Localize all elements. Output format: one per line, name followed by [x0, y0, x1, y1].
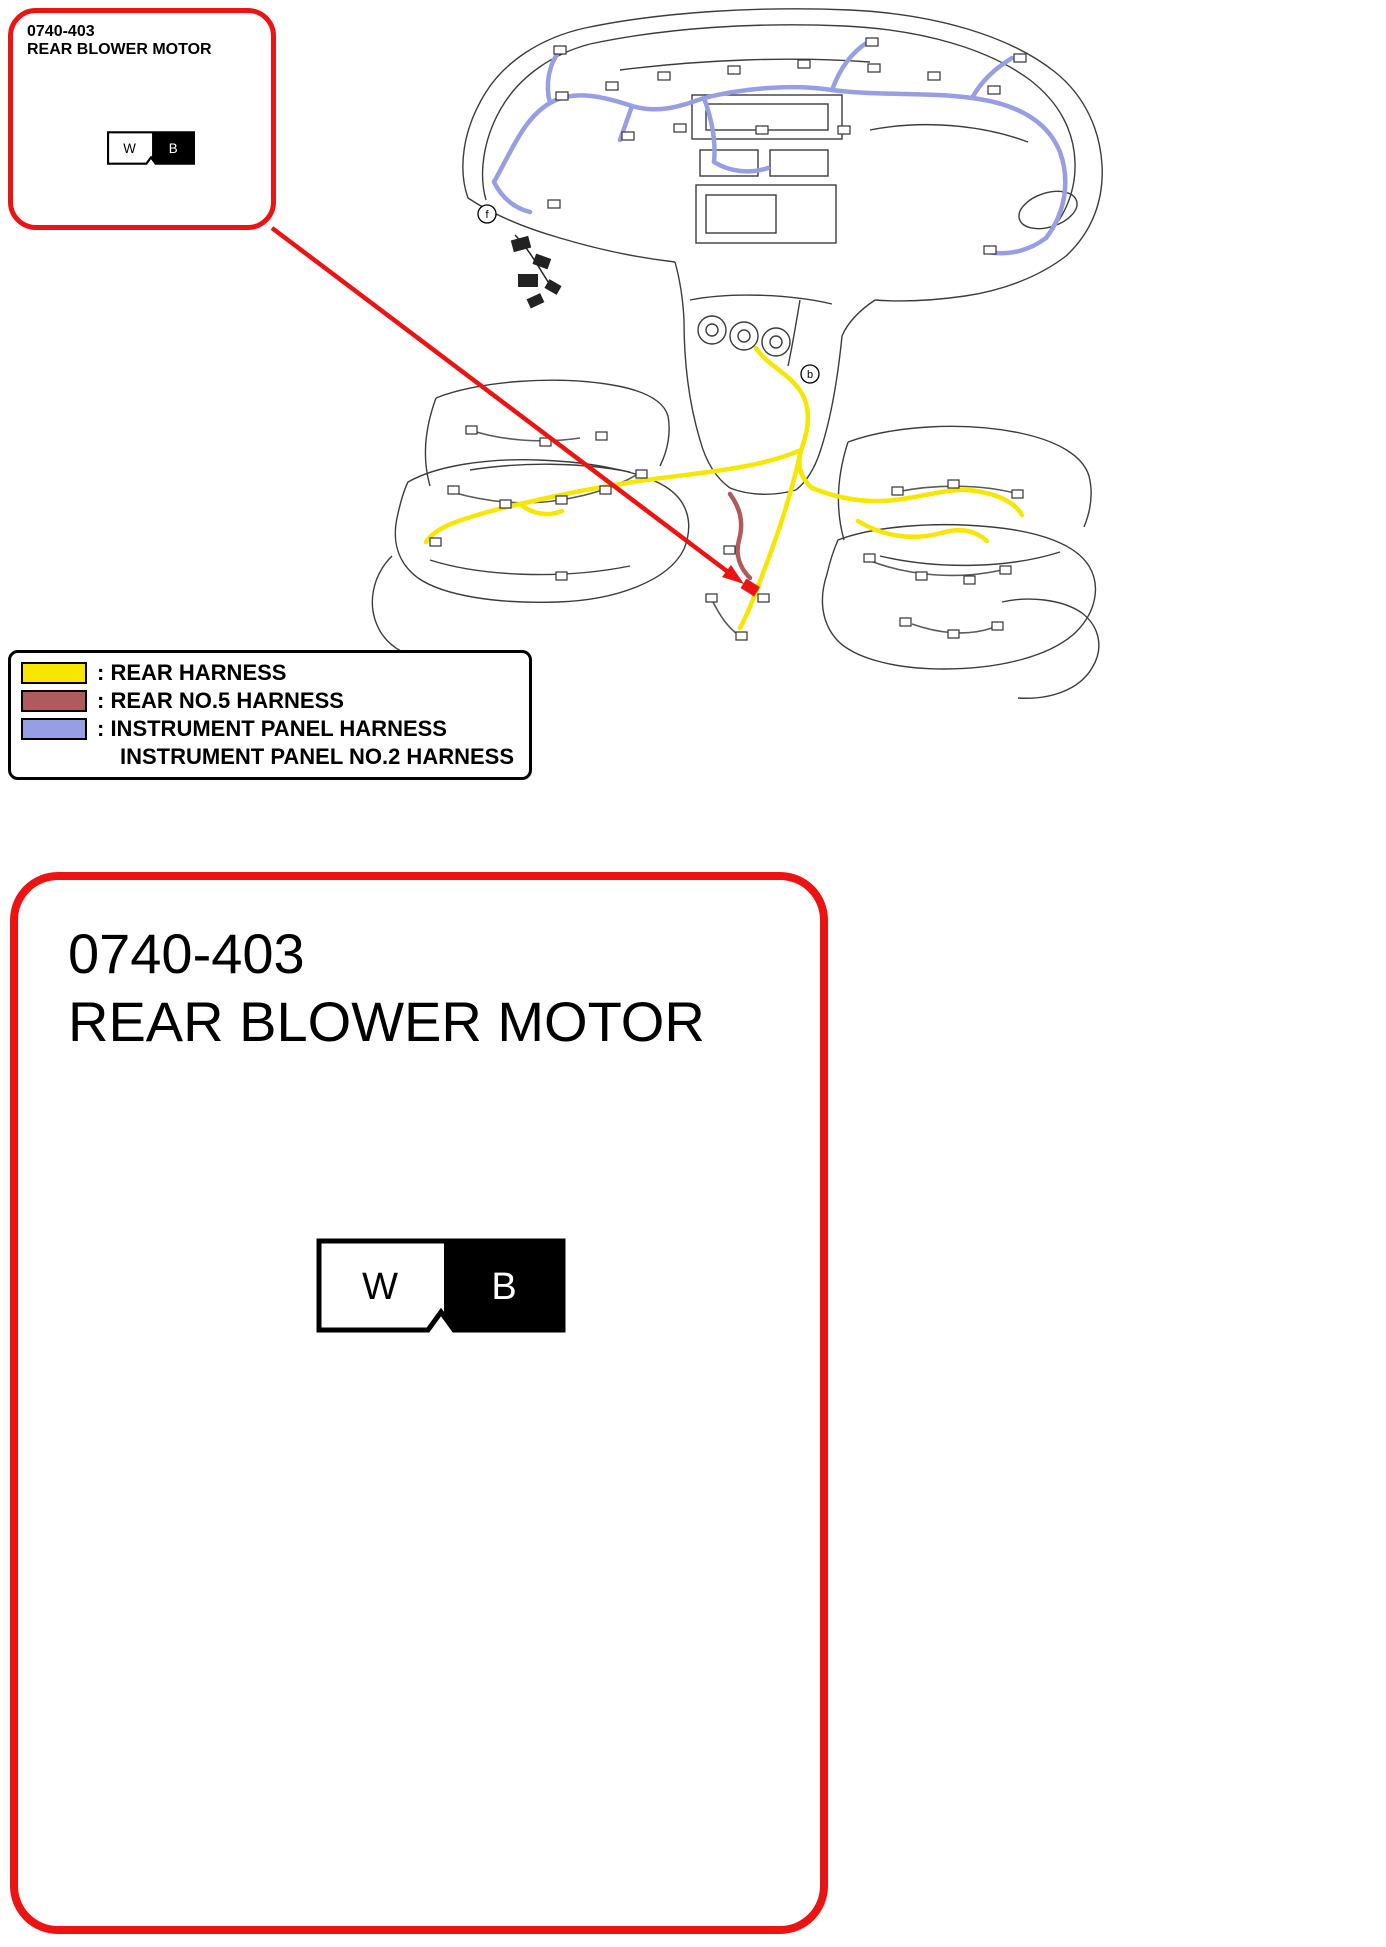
- detail-code: 0740-403: [68, 922, 305, 985]
- callout-title: REAR BLOWER MOTOR: [27, 41, 212, 59]
- legend-item: INSTRUMENT PANEL NO.2 HARNESS: [21, 743, 519, 771]
- target-connector: [740, 578, 760, 597]
- instrument-panel-harness-swatch: [21, 718, 87, 740]
- rear-harness: [423, 345, 1025, 631]
- page-title: REAR BLOWER MOTOR: [68, 990, 705, 1054]
- rear-no5-harness-swatch: [21, 690, 87, 712]
- callout-leader: [270, 226, 760, 597]
- vehicle-harness-diagram: f b: [270, 8, 1103, 699]
- marker-letter-f: f: [485, 209, 489, 221]
- circled-markers: f b: [477, 204, 820, 384]
- legend-label: : REAR NO.5 HARNESS: [97, 688, 344, 713]
- wire-connectors: [429, 37, 1027, 641]
- rear-no5-harness: [727, 491, 753, 581]
- marker-letter-b: b: [807, 369, 813, 381]
- column-connector-cluster: [510, 234, 562, 309]
- detail-box: 0740-403 REAR BLOWER MOTOR W B: [10, 872, 828, 1934]
- legend-item: : INSTRUMENT PANEL HARNESS: [21, 715, 519, 743]
- callout-box: 0740-403 REAR BLOWER MOTOR W B: [8, 8, 276, 230]
- connector-diagram: W B: [316, 1238, 566, 1333]
- connector-cavity-b: B: [169, 141, 178, 156]
- legend-item: : REAR HARNESS: [21, 659, 519, 687]
- left-seat-outline: [371, 379, 690, 663]
- connector-cavity-b: B: [491, 1266, 516, 1308]
- connector-icon: W B: [107, 131, 195, 165]
- harness-legend: : REAR HARNESS : REAR NO.5 HARNESS : INS…: [8, 650, 532, 780]
- connector-cavity-w: W: [362, 1266, 398, 1308]
- connector-cavity-w: W: [123, 141, 136, 156]
- legend-label: : INSTRUMENT PANEL HARNESS: [97, 716, 447, 741]
- rear-harness-swatch: [21, 662, 87, 684]
- right-seat-outline: [821, 425, 1100, 699]
- callout-code: 0740-403: [27, 23, 95, 40]
- leader-line: [270, 226, 738, 580]
- instrument-panel-harness: [491, 39, 1068, 256]
- legend-item: : REAR NO.5 HARNESS: [21, 687, 519, 715]
- legend-label: : REAR HARNESS: [97, 660, 287, 685]
- legend-label: INSTRUMENT PANEL NO.2 HARNESS: [120, 744, 515, 769]
- leader-arrowhead: [722, 565, 744, 584]
